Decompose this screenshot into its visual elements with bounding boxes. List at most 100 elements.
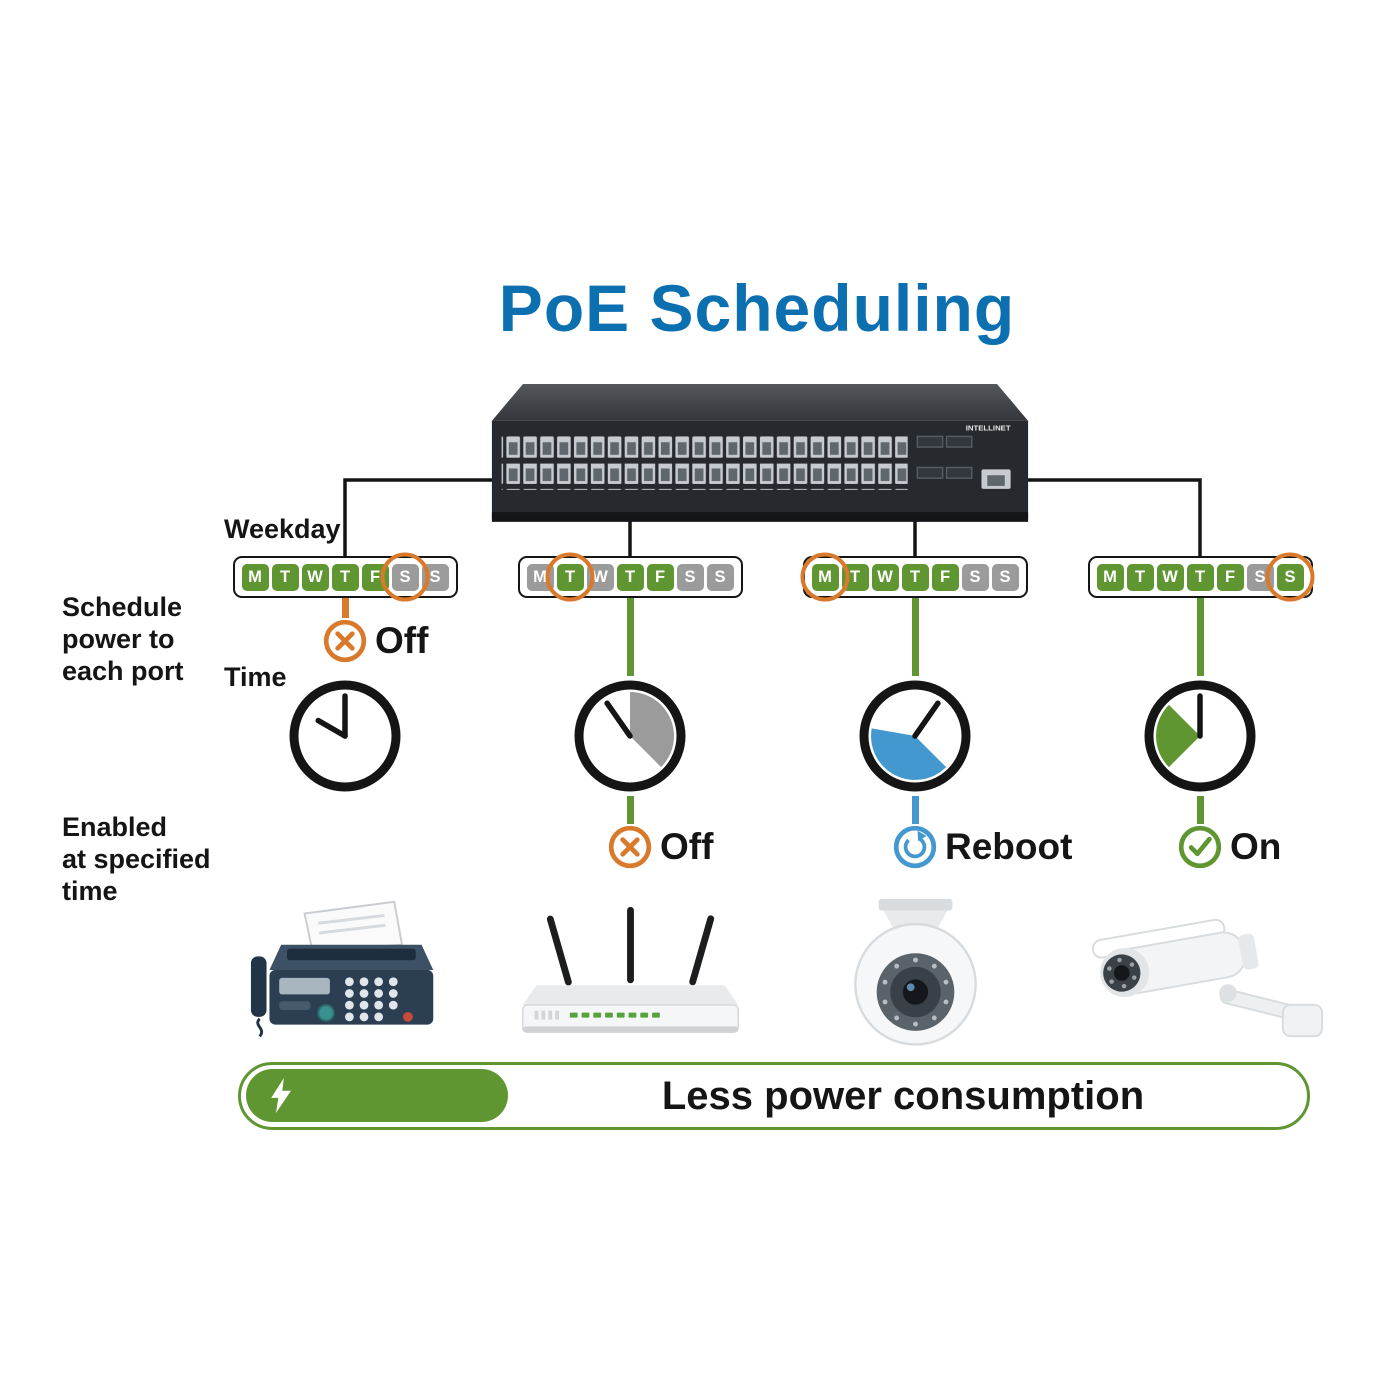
page-title: PoE Scheduling xyxy=(498,271,1016,345)
weekday-6-s: S xyxy=(706,563,734,591)
clock-icon xyxy=(574,680,686,792)
weekday-3-t: T xyxy=(616,563,644,591)
weekday-1-t: T xyxy=(545,552,595,602)
sfp-ports xyxy=(916,435,973,479)
clock-time-wedge xyxy=(871,728,947,780)
action-on: On xyxy=(1060,824,1340,870)
clock-icon xyxy=(1144,680,1256,792)
selected-day-ring xyxy=(545,552,595,602)
action-reboot: Reboot xyxy=(775,824,1072,870)
label-time: Time xyxy=(224,662,287,692)
schedule-line xyxy=(1196,598,1204,676)
clock xyxy=(285,676,405,796)
off-x-icon xyxy=(323,619,367,663)
action-icon-wrap xyxy=(1177,824,1223,870)
weekday-0-m: M xyxy=(800,552,850,602)
day-letter: T xyxy=(1186,563,1214,591)
day-letter: S xyxy=(706,563,734,591)
weekday-2-w: W xyxy=(871,563,899,591)
weekday-2-w: W xyxy=(301,563,329,591)
clock xyxy=(855,676,975,796)
poe-switch: INTELLINET xyxy=(488,382,1032,538)
weekday-6-s: S xyxy=(991,563,1019,591)
bullet-camera-illustration xyxy=(1091,918,1323,1038)
weekday-3-t: T xyxy=(901,563,929,591)
schedule-line-bottom xyxy=(911,796,919,824)
reboot-icon xyxy=(893,825,937,869)
port-row-bottom xyxy=(501,463,908,490)
clock-hand xyxy=(912,700,941,739)
schedule-line xyxy=(911,598,919,676)
action-off: Off xyxy=(490,824,770,870)
day-letter: W xyxy=(1156,563,1184,591)
weekday-5-s: S xyxy=(961,563,989,591)
clock xyxy=(570,676,690,796)
day-letter: S xyxy=(991,563,1019,591)
action-off: Off xyxy=(205,618,485,664)
selected-day-ring xyxy=(800,552,850,602)
day-letter: F xyxy=(931,563,959,591)
weekday-4-f: F xyxy=(931,563,959,591)
fax-machine-wrap xyxy=(205,880,485,1050)
action-icon-wrap xyxy=(892,824,938,870)
lightning-icon xyxy=(271,1078,292,1113)
clock-icon xyxy=(859,680,971,792)
clock-time-wedge xyxy=(630,692,674,768)
weekday-2-w: W xyxy=(1156,563,1184,591)
off-x-icon xyxy=(608,825,652,869)
connector-right xyxy=(1026,478,1202,558)
connector-left xyxy=(343,478,494,558)
selected-day-ring xyxy=(380,552,430,602)
day-letter: F xyxy=(1216,563,1244,591)
switch-brand: INTELLINET xyxy=(966,424,1011,433)
selected-day-ring xyxy=(1265,552,1315,602)
weekday-1-t: T xyxy=(1126,563,1154,591)
footer-banner: Less power consumption xyxy=(238,1062,1310,1130)
day-letter: T xyxy=(616,563,644,591)
label-weekday: Weekday xyxy=(224,514,341,544)
day-letter: W xyxy=(301,563,329,591)
day-letter: T xyxy=(901,563,929,591)
weekday-1-t: T xyxy=(271,563,299,591)
day-letter: M xyxy=(241,563,269,591)
bullet-camera-wrap xyxy=(1060,880,1340,1050)
clock-time-wedge xyxy=(1156,704,1200,768)
clock-hand xyxy=(604,700,633,739)
label-schedule-power: Schedule power to each port xyxy=(62,592,184,686)
on-check-icon xyxy=(1178,825,1222,869)
action-label: Reboot xyxy=(945,826,1073,867)
schedule-line xyxy=(626,598,634,676)
day-letter: W xyxy=(871,563,899,591)
weekday-4-f: F xyxy=(1216,563,1244,591)
action-label: Off xyxy=(660,826,714,867)
fax-machine-illustration xyxy=(250,900,433,1038)
schedule-line xyxy=(341,598,349,618)
wireless-router-illustration xyxy=(521,907,739,1034)
dome-camera-illustration xyxy=(853,898,977,1046)
power-badge xyxy=(246,1069,508,1122)
schedule-line-bottom xyxy=(626,796,634,824)
poe-switch-illustration: INTELLINET xyxy=(491,383,1029,522)
day-letter: T xyxy=(331,563,359,591)
action-icon-wrap xyxy=(322,618,368,664)
weekday-3-t: T xyxy=(1186,563,1214,591)
clock-hand xyxy=(315,717,348,739)
weekday-0-m: M xyxy=(241,563,269,591)
footer-text: Less power consumption xyxy=(661,1073,1145,1118)
action-label: On xyxy=(1230,826,1282,867)
clock-icon xyxy=(289,680,401,792)
action-icon-wrap xyxy=(607,824,653,870)
weekday-0-m: M xyxy=(1096,563,1124,591)
weekday-4-f: F xyxy=(646,563,674,591)
switch-base xyxy=(491,512,1029,522)
dome-camera-wrap xyxy=(775,880,1055,1050)
console-port-inner xyxy=(987,475,1005,486)
